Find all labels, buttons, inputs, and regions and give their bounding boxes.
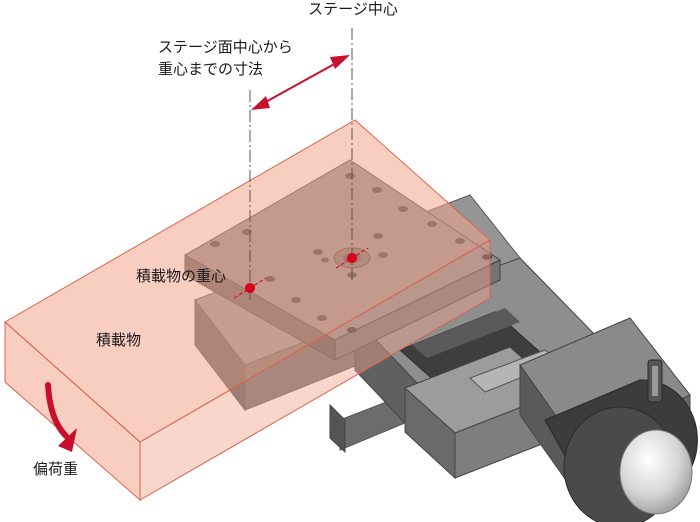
load-cg-marker — [233, 90, 267, 300]
offset-dimension-arrow — [251, 55, 350, 110]
offset-dimension-label-line1: ステージ面中心から — [158, 38, 293, 56]
stage-center-label: ステージ中心 — [308, 0, 398, 18]
load-box — [4, 119, 491, 502]
offset-load-label: 偏荷重 — [33, 460, 78, 478]
motor — [519, 317, 698, 522]
load-label: 積載物 — [96, 331, 141, 349]
offset-load-arrow — [45, 382, 77, 452]
stage-center-marker — [335, 28, 369, 282]
offset-dimension-label-line2: 重心までの寸法 — [158, 60, 263, 78]
load-cg-label: 積載物の重心 — [136, 267, 226, 285]
